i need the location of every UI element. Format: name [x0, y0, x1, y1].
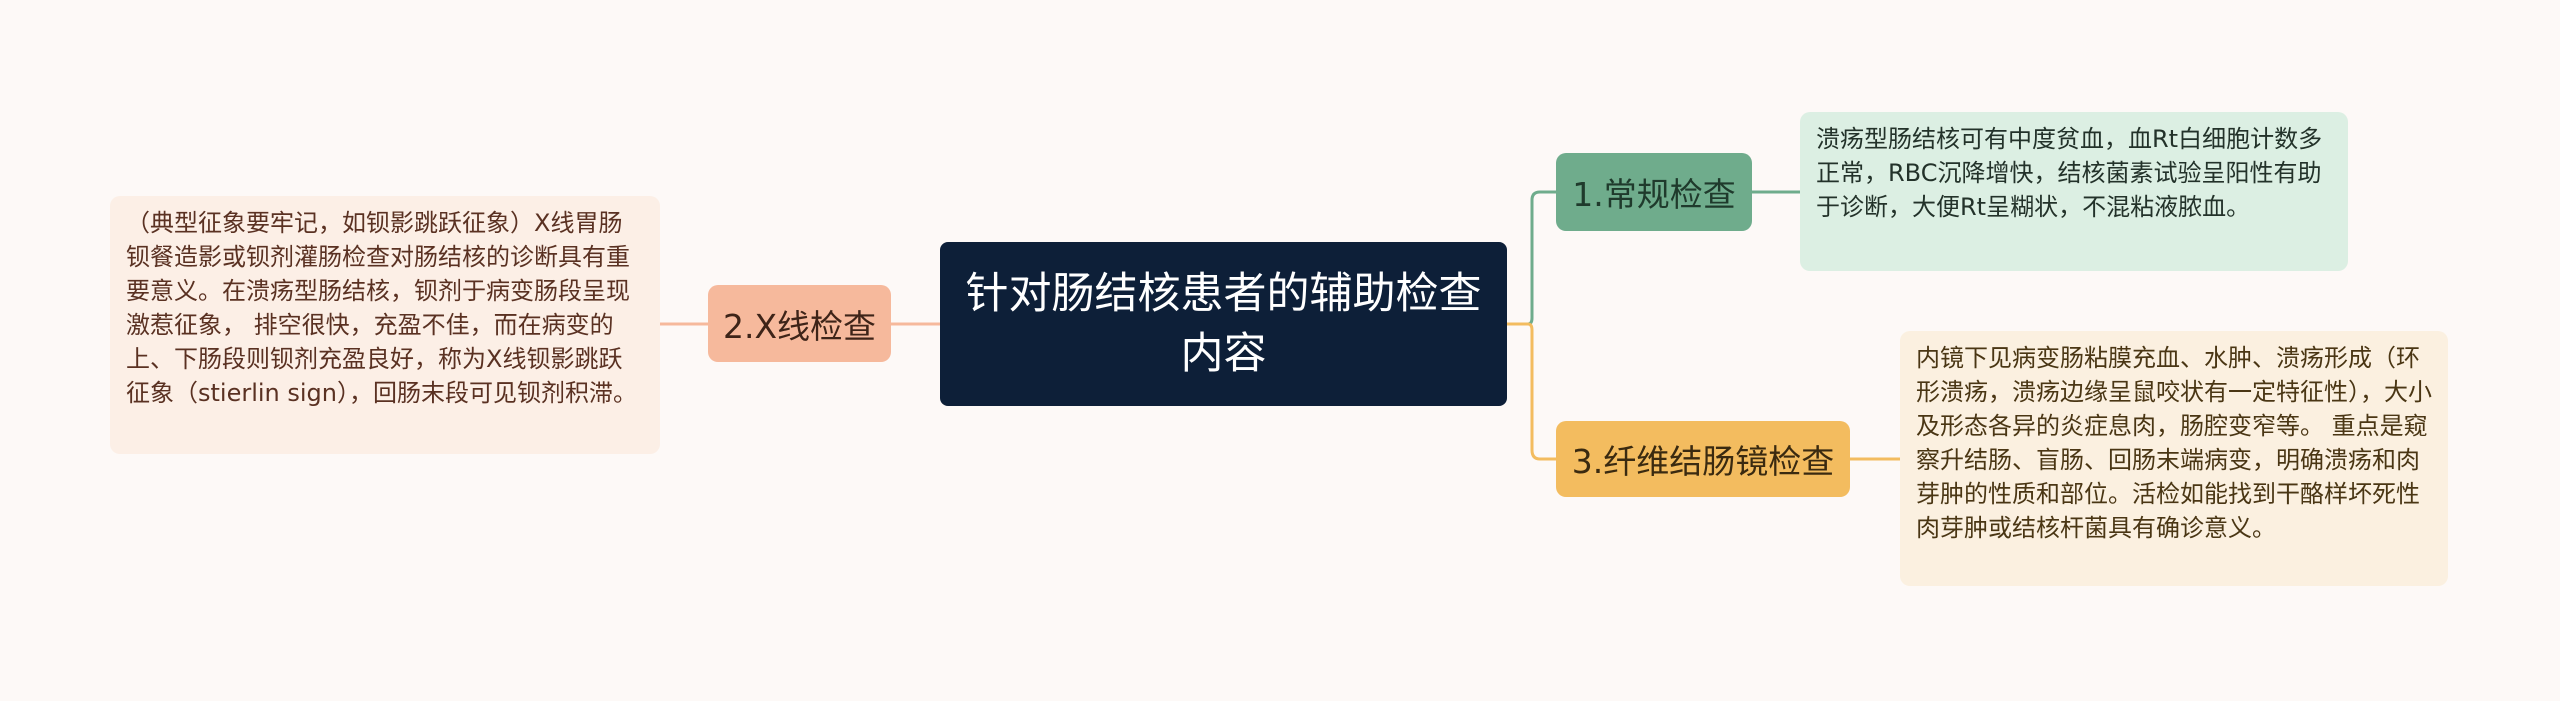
branch-label: 3.纤维结肠镜检查	[1571, 442, 1835, 481]
branch-label: 2.X线检查	[722, 306, 877, 346]
root-topic[interactable]: 针对肠结核患者的辅助检查内容	[940, 242, 1507, 406]
detail-text: （典型征象要牢记，如钡影跳跃征象）X线胃肠钡餐造影或钡剂灌肠检查对肠结核的诊断具…	[126, 209, 638, 407]
branch-routine-exam[interactable]: 1.常规检查	[1556, 153, 1752, 231]
detail-colonoscopy-exam[interactable]: 内镜下见病变肠粘膜充血、水肿、溃疡形成（环形溃疡，溃疡边缘呈鼠咬状有一定特征性）…	[1900, 331, 2448, 586]
detail-text: 溃疡型肠结核可有中度贫血，血Rt白细胞计数多正常，RBC沉降增快，结核菌素试验呈…	[1816, 125, 2323, 221]
detail-text: 内镜下见病变肠粘膜充血、水肿、溃疡形成（环形溃疡，溃疡边缘呈鼠咬状有一定特征性）…	[1916, 344, 2432, 542]
branch-colonoscopy-exam[interactable]: 3.纤维结肠镜检查	[1556, 421, 1850, 497]
detail-routine-exam[interactable]: 溃疡型肠结核可有中度贫血，血Rt白细胞计数多正常，RBC沉降增快，结核菌素试验呈…	[1800, 112, 2348, 271]
detail-xray-exam[interactable]: （典型征象要牢记，如钡影跳跃征象）X线胃肠钡餐造影或钡剂灌肠检查对肠结核的诊断具…	[110, 196, 660, 454]
root-topic-label: 针对肠结核患者的辅助检查内容	[965, 269, 1482, 379]
branch-label: 1.常规检查	[1572, 175, 1736, 214]
branch-xray-exam[interactable]: 2.X线检查	[708, 285, 891, 362]
